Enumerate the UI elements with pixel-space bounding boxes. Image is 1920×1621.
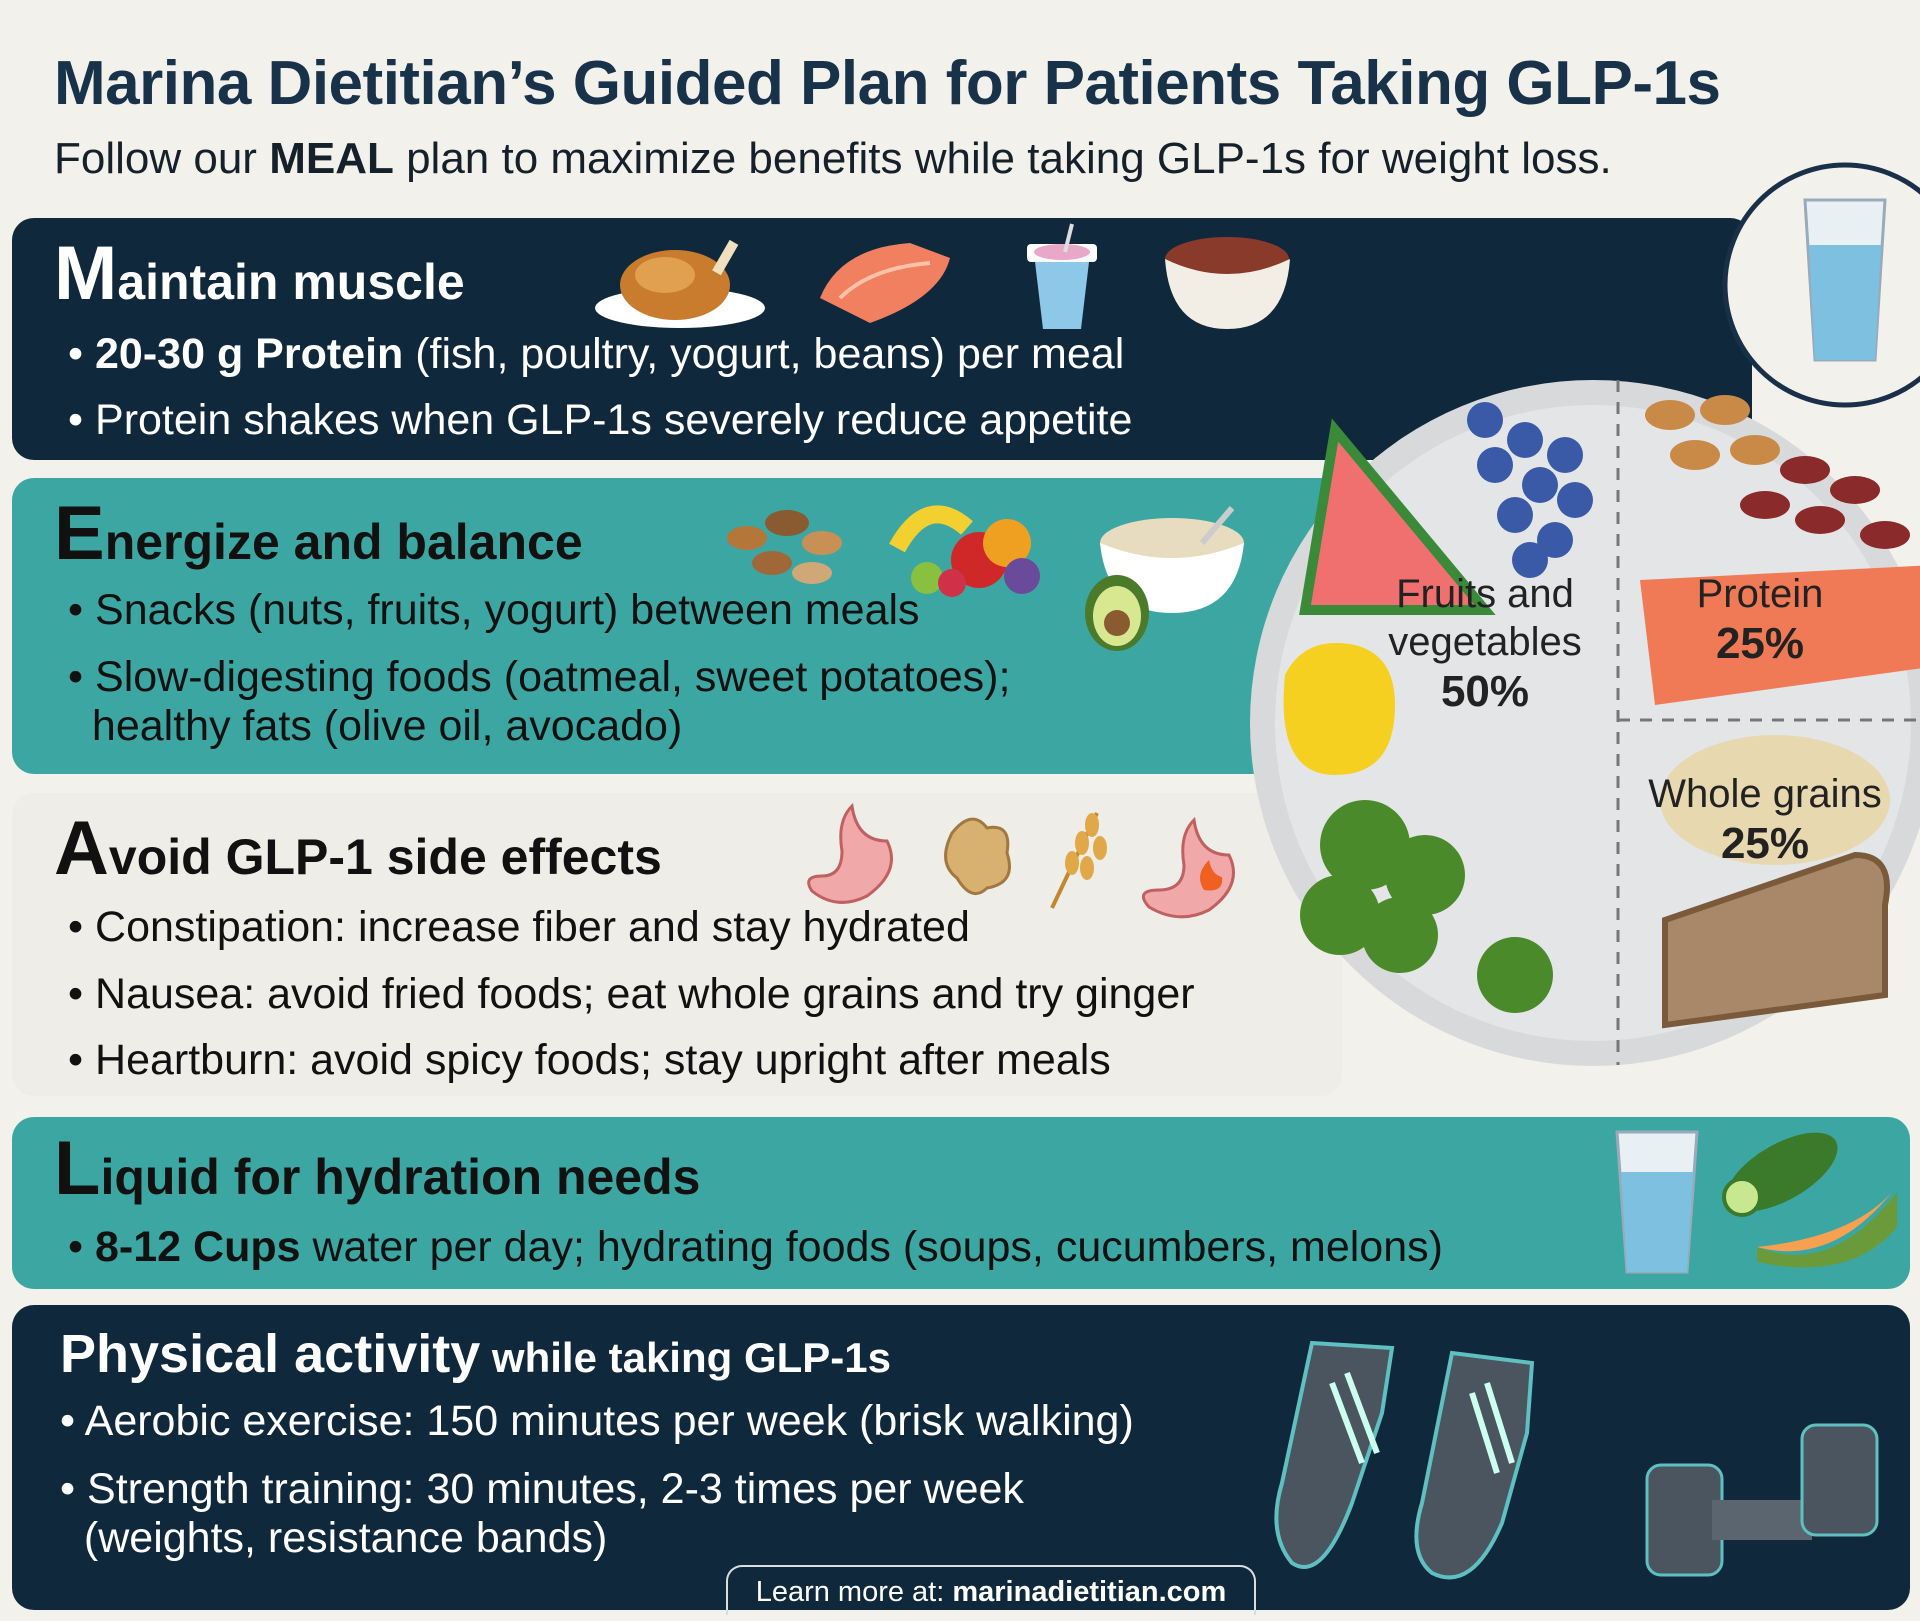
section-avoid-side-effects: Avoid GLP-1 side effects • Constipation:… (12, 793, 1342, 1096)
section-liquid-hydration: Liquid for hydration needs • 8-12 Cups w… (12, 1117, 1910, 1289)
plate-diagram (1250, 380, 1920, 1066)
heading-text: aintain muscle (117, 254, 465, 310)
heartburn-stomach-icon (1141, 816, 1235, 919)
salmon-fillet-icon (1640, 565, 1920, 705)
label-line: Whole grains (1648, 772, 1882, 816)
bullet: • Nausea: avoid fried foods; eat whole g… (68, 970, 1195, 1018)
plate-label-fruits-vegetables: Fruits and vegetables 50% (1370, 570, 1600, 719)
fruits-veg-percent: 50% (1440, 667, 1530, 716)
section-heading: Physical activity while taking GLP-1s (60, 1323, 891, 1385)
grains-percent: 25% (1720, 819, 1810, 868)
bullet-text: (fish, poultry, yogurt, beans) per meal (403, 330, 1125, 378)
heading-subtext: while taking GLP-1s (480, 1334, 892, 1381)
heading-initial: A (54, 806, 109, 891)
heading-initial: E (54, 491, 105, 576)
beans-bowl-icon (1165, 237, 1290, 329)
label-line: vegetables (1388, 620, 1582, 664)
fruits-icon (889, 505, 1040, 597)
section-physical-activity: Physical activity while taking GLP-1s • … (12, 1305, 1910, 1610)
bullet-text: Nausea: avoid fried foods; eat whole gra… (95, 970, 1195, 1018)
bullet: • Constipation: increase fiber and stay … (68, 903, 970, 951)
section-heading: Energize and balance (54, 490, 583, 577)
heading-text: Physical activity (60, 1324, 481, 1384)
section-heading: Liquid for hydration needs (54, 1125, 700, 1212)
heading-text: void GLP-1 side effects (108, 829, 662, 885)
wheat-icon (1050, 812, 1107, 909)
subtitle-meal: MEAL (269, 134, 394, 183)
section-heading: Avoid GLP-1 side effects (54, 805, 662, 892)
melon-icon (1757, 1192, 1897, 1268)
bullet-bold: 20-30 g Protein (95, 330, 404, 378)
watermelon-icon (1299, 418, 1496, 615)
page-subtitle: Follow our MEAL plan to maximize benefit… (54, 134, 1612, 184)
water-glass-icon (1615, 1130, 1699, 1274)
bullet-text-cont: (weights, resistance bands) (83, 1514, 608, 1563)
bullet: • 20-30 g Protein (fish, poultry, yogurt… (68, 330, 1125, 378)
kidney-beans-icon (1740, 456, 1910, 549)
broccoli-icon (1300, 800, 1553, 1013)
blueberries-icon (1467, 402, 1593, 578)
bullet-text: Aerobic exercise: 150 minutes per week (… (84, 1397, 1134, 1445)
bullet: • Strength training: 30 minutes, 2-3 tim… (60, 1465, 1024, 1563)
plate-label-whole-grains: Whole grains 25% (1630, 770, 1900, 871)
footer-learn-more: Learn more at: marinadietitian.com (726, 1565, 1256, 1615)
website-link[interactable]: marinadietitian.com (952, 1576, 1227, 1608)
heading-text: iquid for hydration needs (100, 1149, 701, 1205)
heading-text: nergize and balance (104, 514, 583, 570)
heading-initial: L (54, 1126, 101, 1211)
bullet: • 8-12 Cups water per day; hydrating foo… (68, 1223, 1443, 1271)
section-energize-balance: Energize and balance • Snacks (nuts, fru… (12, 478, 1342, 774)
bullet: • Heartburn: avoid spicy foods; stay upr… (68, 1036, 1111, 1084)
bullet-text: water per day; hydrating foods (soups, c… (300, 1223, 1443, 1271)
bullet-text: Heartburn: avoid spicy foods; stay uprig… (95, 1036, 1111, 1084)
subtitle-text: Follow our (54, 134, 270, 183)
sneakers-icon (1274, 1340, 1535, 1580)
label-line: Fruits and (1396, 572, 1574, 616)
section-maintain-muscle: Maintain muscle • 20-30 g Protein (fish,… (12, 218, 1752, 460)
bullet-text: Strength training: 30 minutes, 2-3 times… (87, 1465, 1024, 1513)
bread-slice-icon (1662, 851, 1890, 1029)
bullet-text: Constipation: increase fiber and stay hy… (95, 903, 970, 951)
bullet-bold: 8-12 Cups (95, 1223, 301, 1271)
roast-chicken-icon (595, 239, 765, 328)
cucumber-icon (1722, 1132, 1838, 1217)
avocado-icon (1085, 575, 1149, 651)
bullet-text: Snacks (nuts, fruits, yogurt) between me… (95, 586, 920, 634)
heading-initial: M (54, 231, 118, 316)
dumbbell-icon (1645, 1423, 1879, 1577)
footer-text: Learn more at: (755, 1576, 953, 1608)
bullet-text-cont: healthy fats (olive oil, avocado) (91, 702, 683, 751)
bullet-text: Protein shakes when GLP-1s severely redu… (95, 396, 1133, 444)
water-glass-circle-icon (1722, 162, 1920, 408)
section-heading: Maintain muscle (54, 230, 465, 317)
yogurt-cup-icon (1027, 223, 1097, 329)
oats-icon (1660, 735, 1890, 865)
page-title: Marina Dietitian’s Guided Plan for Patie… (54, 49, 1721, 118)
ginger-icon (944, 817, 1011, 896)
label-line: Protein (1696, 572, 1824, 616)
protein-percent: 25% (1715, 619, 1805, 668)
subtitle-text-end: plan to maximize benefits while taking G… (393, 134, 1612, 183)
bullet: • Snacks (nuts, fruits, yogurt) between … (68, 586, 920, 634)
almonds-icon (1645, 395, 1780, 470)
bullet: • Protein shakes when GLP-1s severely re… (68, 396, 1133, 444)
nuts-icon (727, 510, 842, 584)
salmon-icon (820, 243, 950, 323)
bullet: • Aerobic exercise: 150 minutes per week… (60, 1397, 1134, 1445)
bullet-text: Slow-digesting foods (oatmeal, sweet pot… (95, 653, 1011, 701)
bullet: • Slow-digesting foods (oatmeal, sweet p… (68, 653, 1011, 751)
plate-label-protein: Protein 25% (1660, 570, 1860, 671)
yellow-pepper-icon (1283, 643, 1395, 775)
stomach-icon (807, 802, 893, 904)
